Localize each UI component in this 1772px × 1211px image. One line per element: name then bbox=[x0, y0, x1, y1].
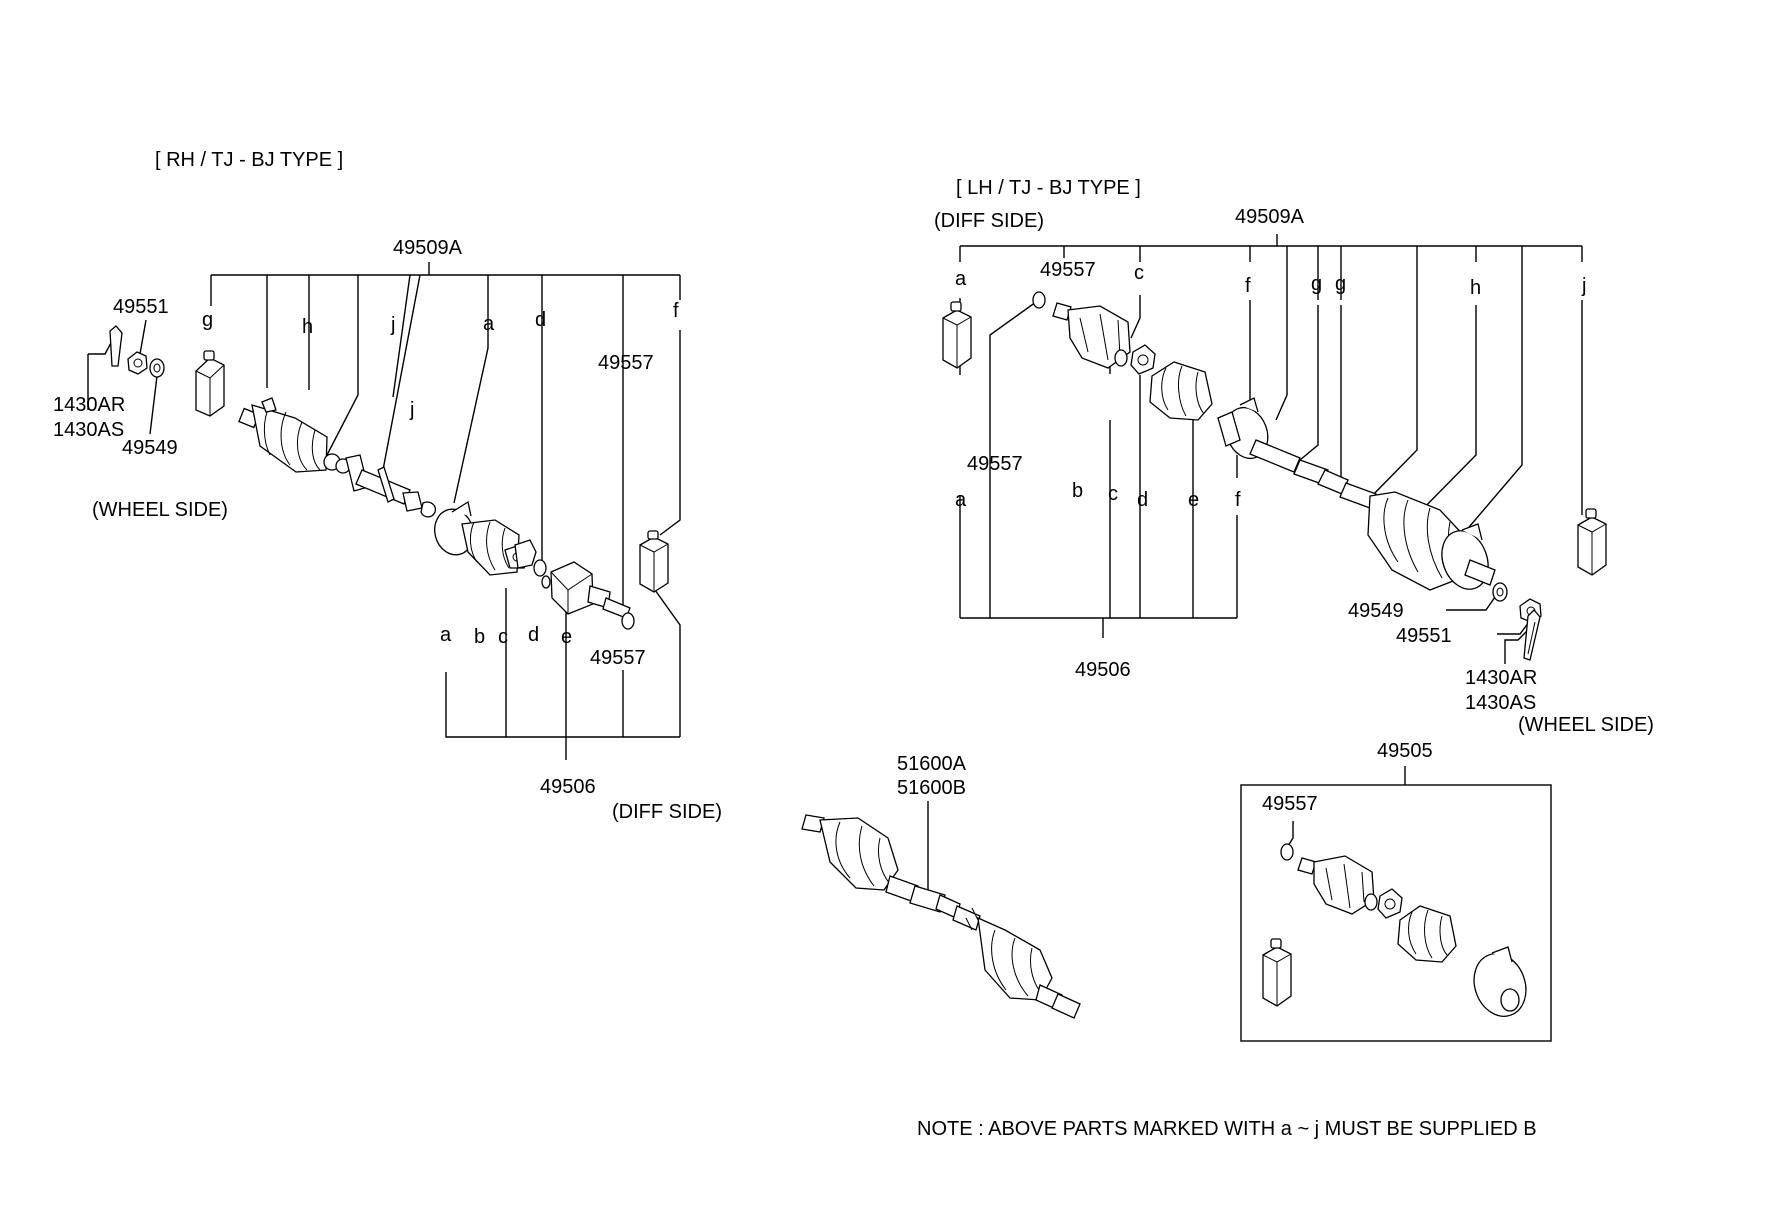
rh-letter-a-bottom: a bbox=[440, 624, 452, 646]
lh-kit-top-label: 49509A bbox=[1235, 206, 1305, 228]
lh-assembly: 49509A 49506 49557 49557 49549 49551 143… bbox=[942, 206, 1607, 714]
rh-diff-side-label: (DIFF SIDE) bbox=[612, 801, 722, 823]
rh-nut-49551 bbox=[127, 319, 148, 375]
rh-49549-label: 49549 bbox=[122, 437, 178, 459]
rh-washer-49549 bbox=[149, 358, 165, 435]
rh-letter-d-top: d bbox=[535, 309, 546, 331]
rh-letter-d-bottom: d bbox=[528, 624, 539, 646]
shaft-51600a-label: 51600A bbox=[897, 753, 967, 775]
rh-grease-pack-f bbox=[639, 530, 669, 593]
lh-letter-h: h bbox=[1470, 277, 1481, 299]
rh-type-heading: [ RH / TJ - BJ TYPE ] bbox=[155, 149, 343, 171]
lh-grease-pack-j bbox=[1577, 508, 1607, 576]
lh-washer-49549 bbox=[1446, 582, 1508, 611]
lh-kit-bottom-label: 49506 bbox=[1075, 659, 1131, 681]
rh-assembly: 49509A 49506 49551 1430AR 1430AS 49549 4… bbox=[53, 237, 681, 798]
lh-49557-top-label: 49557 bbox=[1040, 259, 1096, 281]
lh-letter-c-top: c bbox=[1134, 262, 1144, 284]
rh-kit-bottom-label: 49506 bbox=[540, 776, 596, 798]
lh-snap-ring-49557-top bbox=[1032, 291, 1046, 309]
rh-snap-ring-d bbox=[541, 575, 551, 589]
rh-wheel-side-label: (WHEEL SIDE) bbox=[92, 499, 228, 521]
lh-letter-g-1: g bbox=[1311, 273, 1322, 295]
rh-inner-joint-boot bbox=[434, 500, 531, 576]
rh-letter-g: g bbox=[202, 309, 213, 331]
lh-outer-joint-boot-h bbox=[1367, 491, 1496, 591]
lh-type-heading: [ LH / TJ - BJ TYPE ] bbox=[956, 177, 1141, 199]
lh-letter-a-bottom: a bbox=[955, 489, 967, 511]
lh-letter-j: j bbox=[1581, 275, 1586, 297]
rh-49557-top-label: 49557 bbox=[598, 352, 654, 374]
lh-diff-side-label: (DIFF SIDE) bbox=[934, 210, 1044, 232]
rh-letter-h: h bbox=[302, 316, 313, 338]
rh-top-bracket bbox=[210, 262, 681, 610]
lh-letter-d: d bbox=[1137, 489, 1148, 511]
rh-49557-bottom-label: 49557 bbox=[590, 647, 646, 669]
lh-49549-label: 49549 bbox=[1348, 600, 1404, 622]
lh-grease-pack-a bbox=[942, 301, 972, 369]
lh-wheel-side-label: (WHEEL SIDE) bbox=[1518, 714, 1654, 736]
kit-box-frame bbox=[1240, 784, 1552, 1042]
rh-bottom-bracket bbox=[445, 588, 681, 760]
lh-letter-b: b bbox=[1072, 480, 1083, 502]
rh-grease-pack-g bbox=[195, 350, 225, 417]
rh-tripod-spider bbox=[514, 539, 547, 577]
rh-kit-top-label: 49509A bbox=[393, 237, 463, 259]
rh-outer-joint-boot bbox=[238, 397, 351, 474]
rh-letter-c: c bbox=[498, 626, 508, 648]
lh-top-bracket bbox=[959, 234, 1583, 541]
lh-tripod-d bbox=[1130, 344, 1156, 375]
lh-letter-f-top: f bbox=[1245, 275, 1251, 297]
rh-snap-ring-49557 bbox=[621, 612, 635, 630]
lh-boot-e bbox=[1149, 361, 1213, 421]
rh-housing-e bbox=[550, 561, 631, 619]
rh-letter-b: b bbox=[474, 626, 485, 648]
rh-clamp-ring bbox=[420, 501, 436, 518]
lh-1430ar-label: 1430AR bbox=[1465, 667, 1537, 689]
rh-letter-j-lower: j bbox=[409, 399, 414, 421]
lh-letter-a-top: a bbox=[955, 268, 967, 290]
rh-1430ar-label: 1430AR bbox=[53, 394, 125, 416]
complete-shaft-assembly: 51600A 51600B bbox=[801, 753, 1081, 1019]
kit-49557-label: 49557 bbox=[1262, 793, 1318, 815]
lh-1430as-label: 1430AS bbox=[1465, 692, 1536, 714]
lh-housing-b bbox=[1052, 302, 1131, 369]
rh-shaft bbox=[345, 454, 423, 512]
rh-1430as-label: 1430AS bbox=[53, 419, 124, 441]
lh-letter-f-bottom: f bbox=[1235, 489, 1241, 511]
rh-cotter-pin bbox=[87, 325, 123, 410]
kit-box-49505: 49505 49557 bbox=[1240, 740, 1552, 1042]
supply-note: NOTE : ABOVE PARTS MARKED WITH a ~ j MUS… bbox=[917, 1118, 1537, 1140]
lh-49557-mid-label: 49557 bbox=[967, 453, 1023, 475]
lh-letter-c-bottom: c bbox=[1108, 483, 1118, 505]
kit-49505-label: 49505 bbox=[1377, 740, 1433, 762]
lh-shaft bbox=[1217, 411, 1377, 509]
shaft-51600b-label: 51600B bbox=[897, 777, 966, 799]
rh-letter-f: f bbox=[673, 300, 679, 322]
rh-49551-label: 49551 bbox=[113, 296, 169, 318]
lh-snap-ring-c bbox=[1114, 349, 1128, 367]
lh-cotter-pin bbox=[1504, 609, 1541, 664]
rh-letter-a-top: a bbox=[483, 313, 495, 335]
rh-letter-j-upper: j bbox=[390, 314, 395, 336]
lh-49551-label: 49551 bbox=[1396, 625, 1452, 647]
